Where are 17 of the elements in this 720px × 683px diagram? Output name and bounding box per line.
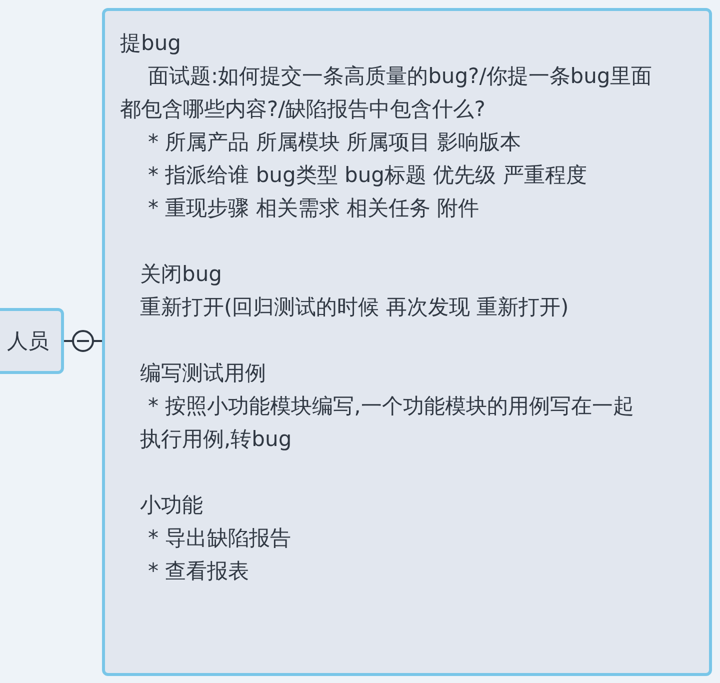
note-line: 重新打开(回归测试的时候 再次发现 重新打开) bbox=[139, 294, 570, 321]
note-line: 面试题:如何提交一条高质量的bug?/你提一条bug里面都包含哪些内容?/缺陷报告中包含什么? bbox=[120, 63, 654, 123]
note-line: * 导出缺陷报告 bbox=[147, 525, 292, 552]
note-box bbox=[102, 8, 712, 676]
note-heading: 提bug bbox=[120, 30, 182, 57]
note-line: 小功能 bbox=[139, 492, 204, 519]
note-line: 编写测试用例 bbox=[139, 360, 267, 387]
note-line: * 按照小功能模块编写,一个功能模块的用例写在一起 bbox=[147, 393, 635, 420]
note-line: * 所属产品 所属模块 所属项目 影响版本 bbox=[147, 129, 522, 156]
note-line: * 重现步骤 相关需求 相关任务 附件 bbox=[147, 195, 480, 222]
note-line: 关闭bug bbox=[139, 261, 223, 288]
topic-label: 人员 bbox=[7, 328, 49, 354]
note-line: * 指派给谁 bug类型 bug标题 优先级 严重程度 bbox=[147, 162, 588, 189]
connector-line bbox=[64, 340, 102, 342]
note-line: 执行用例,转bug bbox=[139, 426, 293, 453]
topic-box bbox=[0, 308, 64, 374]
note-line: * 查看报表 bbox=[147, 558, 250, 585]
